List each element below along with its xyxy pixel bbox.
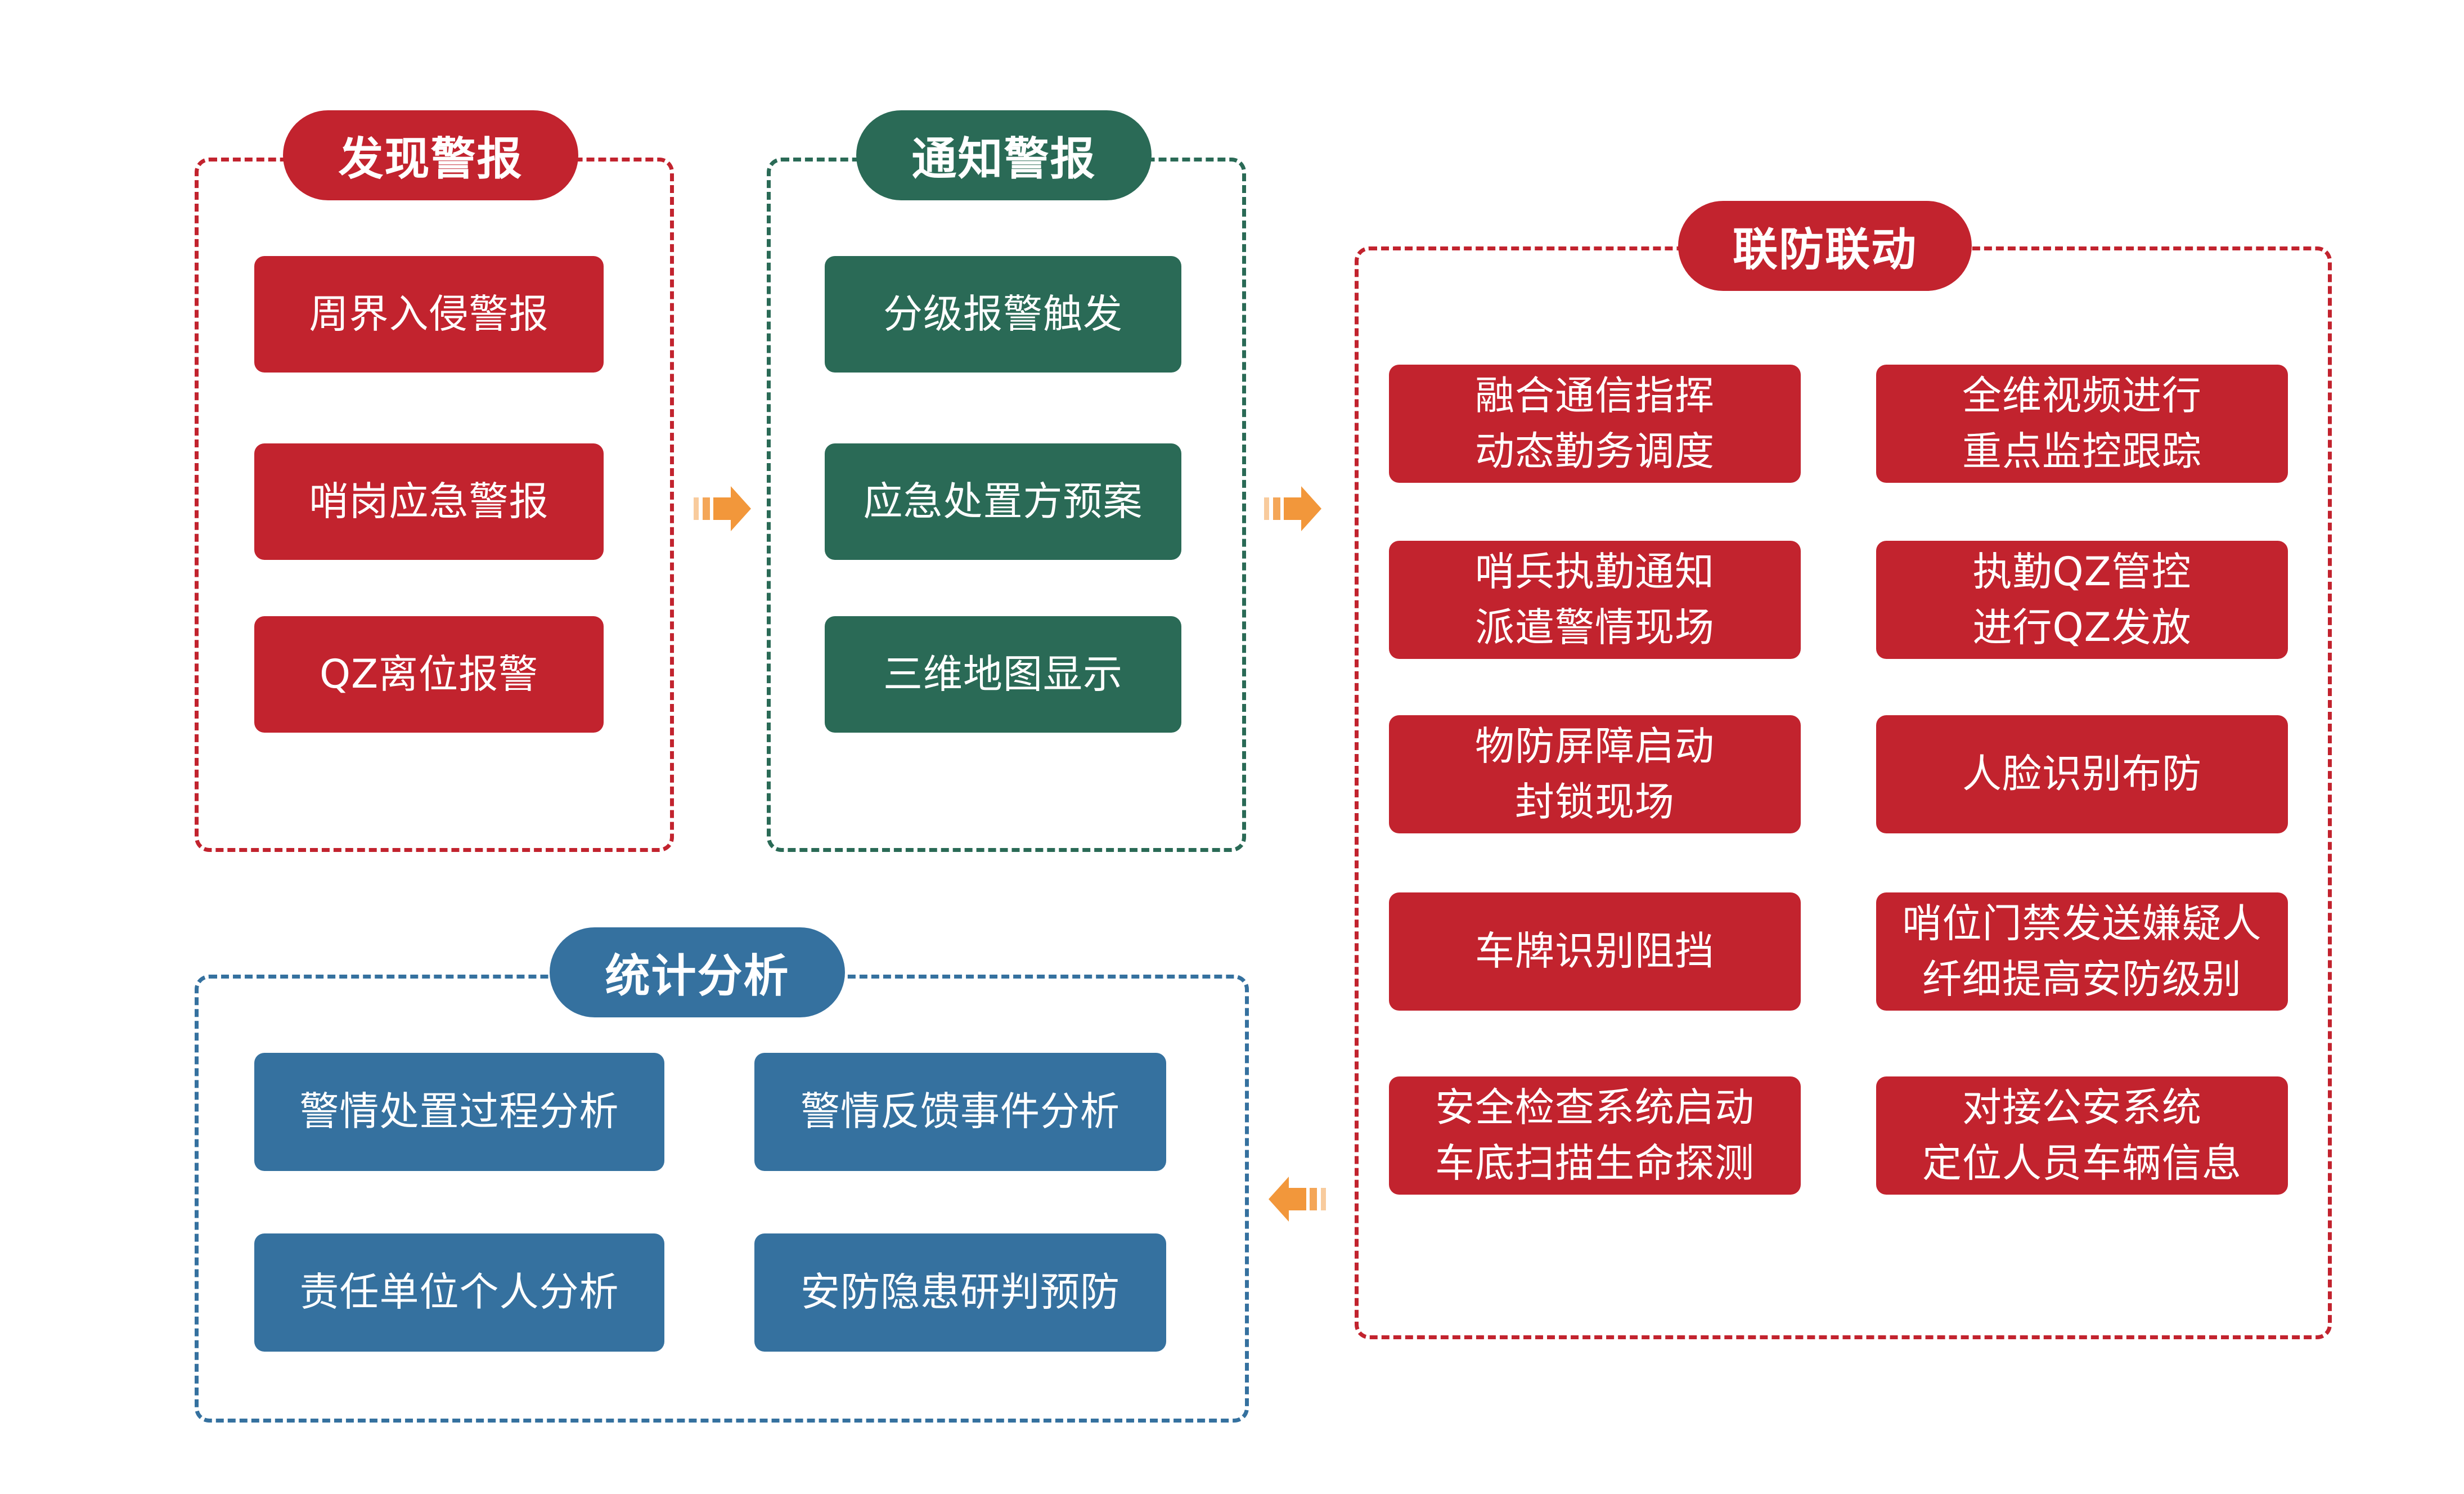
joint-box-video-tracking: 全维视频进行 重点监控跟踪 — [1876, 365, 2288, 483]
joint-box-police-system: 对接公安系统 定位人员车辆信息 — [1876, 1076, 2288, 1195]
notify-box-3d-map: 三维地图显示 — [825, 616, 1181, 733]
discover-box-qz-alarm: QZ离位报警 — [254, 616, 604, 733]
stats-box-unit-analysis: 责任单位个人分析 — [254, 1233, 664, 1352]
arrow-notify-to-joint-icon — [1264, 483, 1323, 535]
joint-box-qz-control: 执勤QZ管控 进行QZ发放 — [1876, 541, 2288, 659]
joint-box-comm-command: 融合通信指挥 动态勤务调度 — [1389, 365, 1801, 483]
notify-box-graded-alarm: 分级报警触发 — [825, 256, 1181, 373]
joint-section-header: 联防联动 — [1678, 201, 1972, 291]
stats-box-handling-analysis: 警情处置过程分析 — [254, 1053, 664, 1171]
notify-box-emergency-plan: 应急处置方预案 — [825, 443, 1181, 560]
stats-section-border — [195, 975, 1249, 1423]
joint-box-face-recognition: 人脸识别布防 — [1876, 715, 2288, 833]
joint-box-physical-barrier: 物防屏障启动 封锁现场 — [1389, 715, 1801, 833]
joint-box-plate-recognition: 车牌识别阻挡 — [1389, 892, 1801, 1011]
discover-section-header: 发现警报 — [283, 110, 578, 200]
notify-section-header: 通知警报 — [856, 110, 1152, 200]
joint-box-access-control: 哨位门禁发送嫌疑人 纤细提高安防级别 — [1876, 892, 2288, 1011]
joint-box-sentry-dispatch: 哨兵执勤通知 派遣警情现场 — [1389, 541, 1801, 659]
stats-box-feedback-analysis: 警情反馈事件分析 — [754, 1053, 1166, 1171]
discover-box-perimeter-alarm: 周界入侵警报 — [254, 256, 604, 373]
stats-section-header: 统计分析 — [550, 927, 845, 1017]
joint-box-security-check: 安全检查系统启动 车底扫描生命探测 — [1389, 1076, 1801, 1195]
stats-box-risk-prediction: 安防隐患研判预防 — [754, 1233, 1166, 1352]
arrow-joint-to-stats-icon — [1267, 1173, 1326, 1225]
arrow-discover-to-notify-icon — [694, 483, 752, 535]
discover-box-sentry-alarm: 哨岗应急警报 — [254, 443, 604, 560]
